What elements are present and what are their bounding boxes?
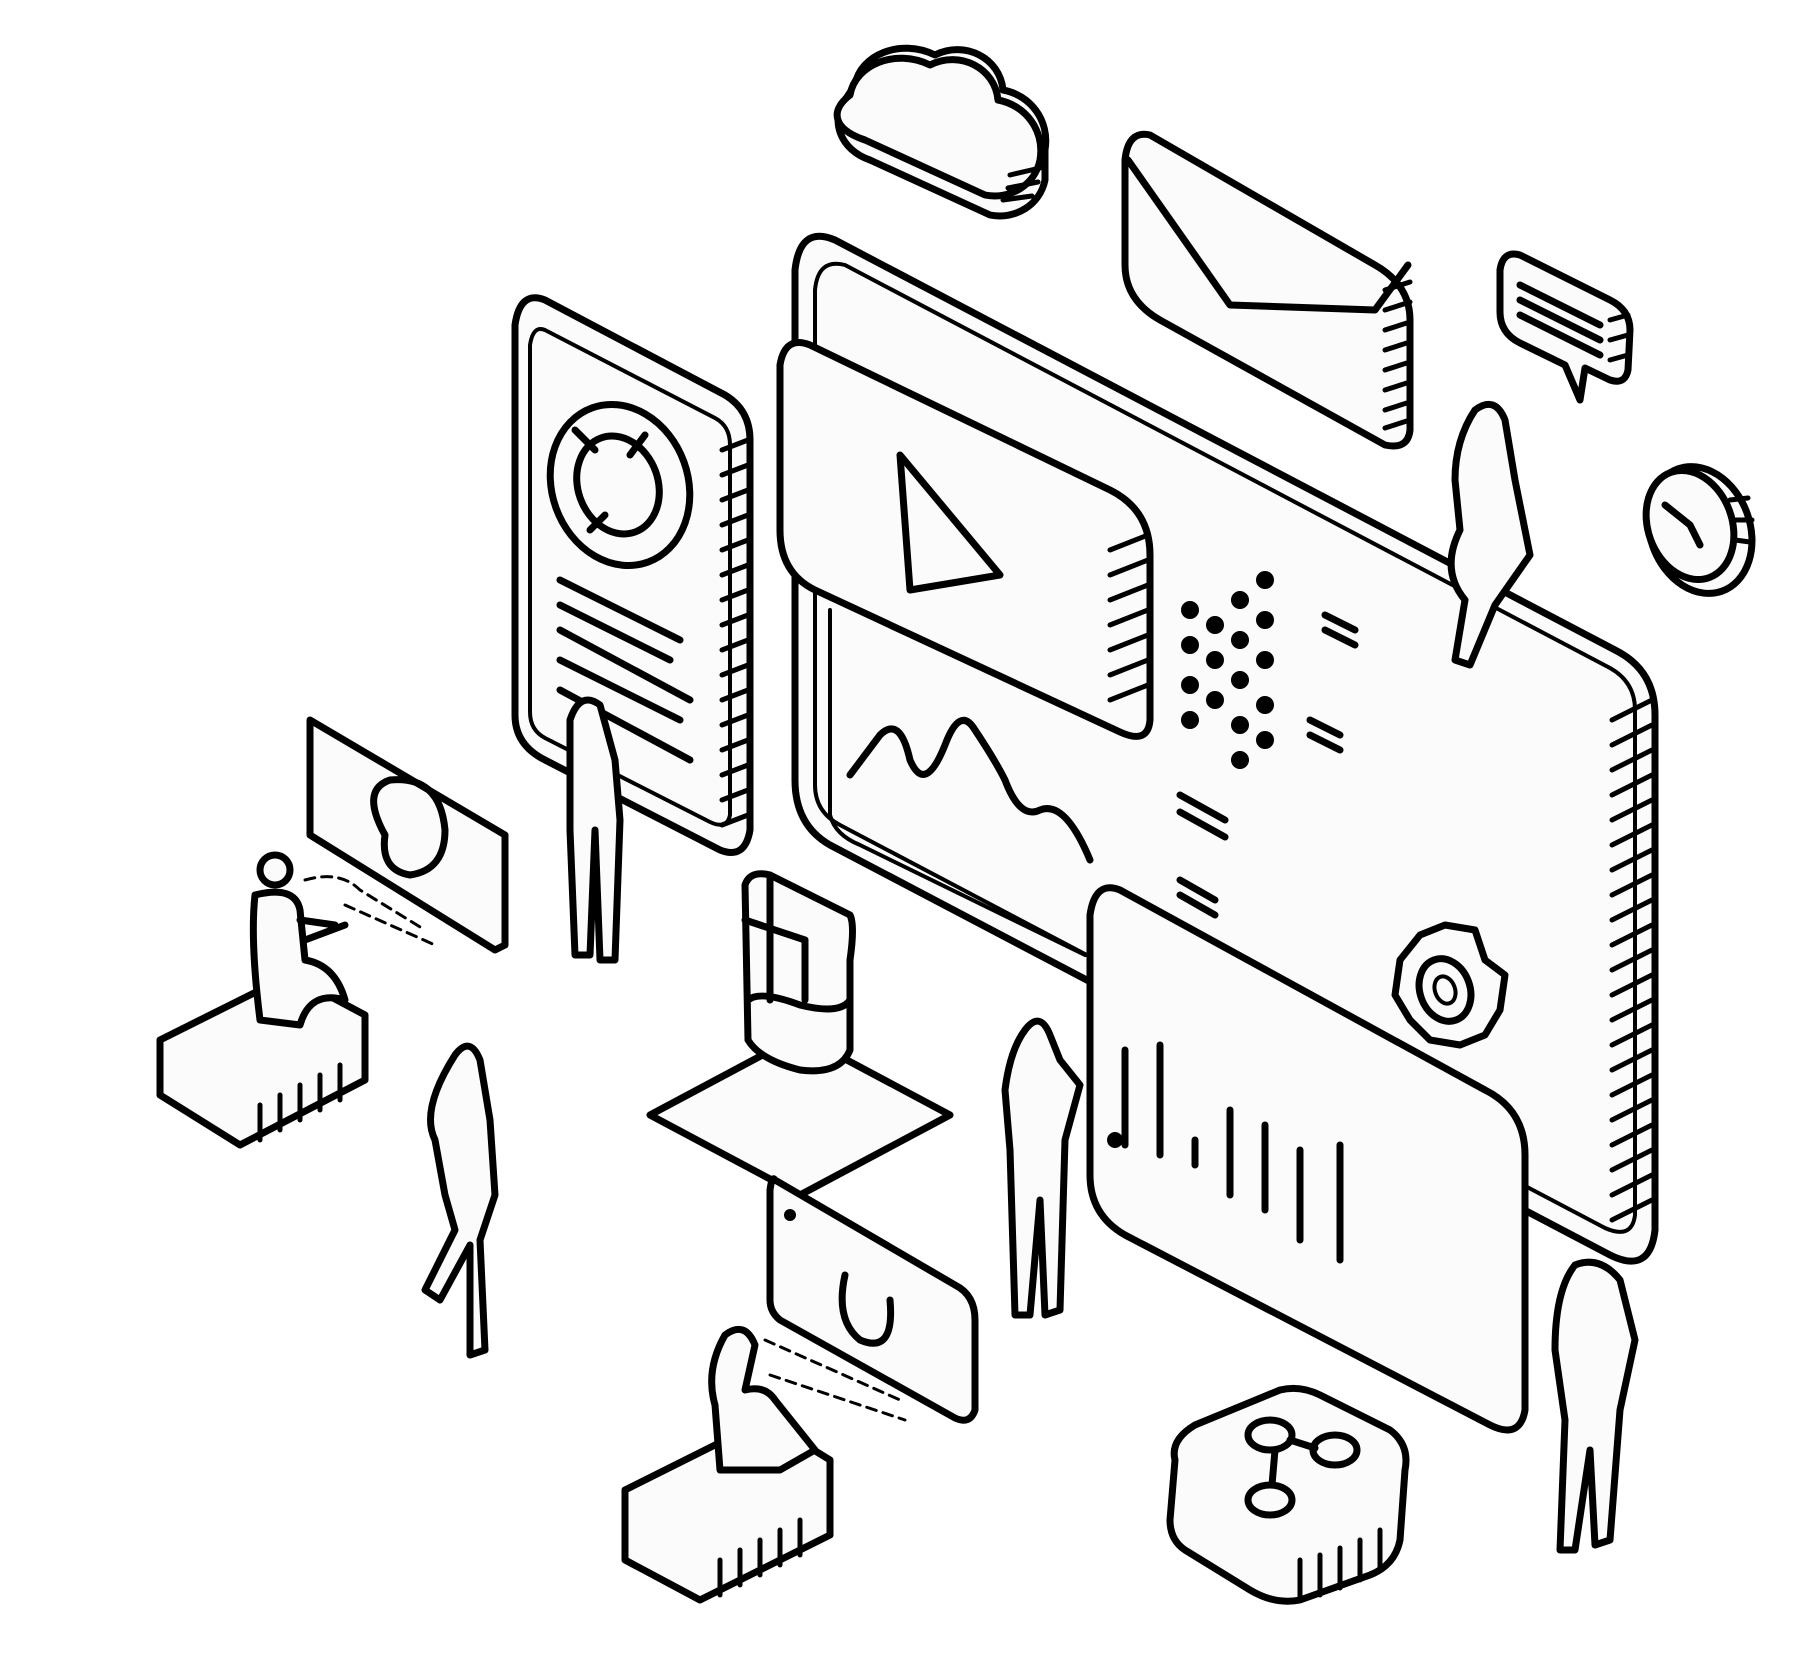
person-seated-bottom — [708, 1325, 819, 1474]
donut-chart-icon — [546, 401, 694, 569]
play-icon — [896, 451, 1004, 594]
pedestal-bottom — [621, 1325, 834, 1604]
share-network-icon — [1244, 1416, 1361, 1519]
person-seated-left — [249, 851, 349, 1029]
person-at-phone — [566, 696, 624, 964]
bar-chart-panel — [1086, 884, 1529, 1434]
person-walking — [421, 1042, 499, 1359]
cylinder-chart-icon — [646, 870, 954, 1199]
cloud-icon — [833, 44, 1050, 220]
spiral-screen — [303, 716, 509, 954]
chat-bubble-icon — [1496, 250, 1634, 404]
video-player-panel — [776, 339, 1154, 740]
person-right-standing — [1551, 1258, 1639, 1554]
cup-screen — [763, 1175, 979, 1424]
line-chart-icon — [828, 608, 1094, 957]
share-platform — [1166, 1384, 1410, 1605]
person-at-barchart — [1001, 1017, 1084, 1319]
dot-matrix — [1176, 571, 1359, 919]
bar-chart-icon — [1107, 1041, 1344, 1264]
clock-icon — [1642, 463, 1756, 597]
gear-icon — [1391, 921, 1509, 1049]
pedestal-left — [156, 851, 369, 1149]
person-sitting-top — [1447, 400, 1534, 669]
envelope-icon — [1121, 130, 1414, 450]
phone-panel — [511, 294, 754, 856]
